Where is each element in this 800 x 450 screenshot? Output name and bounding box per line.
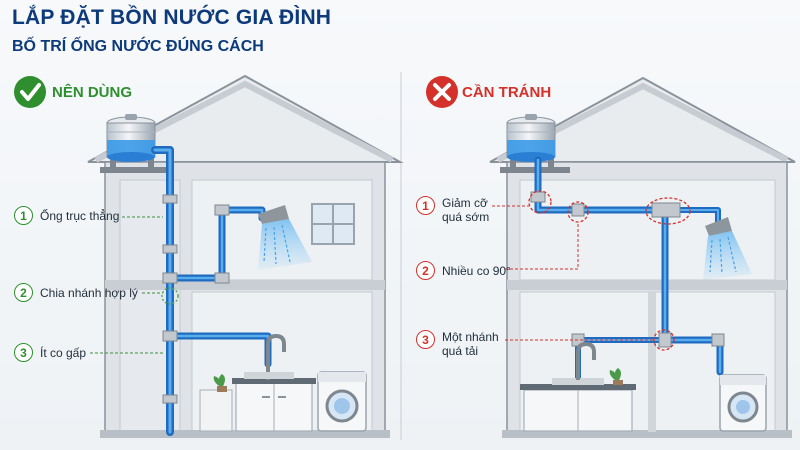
page-subtitle: BỐ TRÍ ỐNG NƯỚC ĐÚNG CÁCH — [12, 38, 264, 56]
callout-number: 3 — [14, 343, 33, 362]
callout-number: 1 — [14, 206, 33, 225]
good-water-tank — [107, 114, 155, 162]
callout-line-1: Giảm cỡ — [442, 196, 489, 210]
good-house — [88, 76, 400, 438]
page-title: LẮP ĐẶT BỒN NƯỚC GIA ĐÌNH — [12, 6, 331, 30]
bad-water-tank — [507, 114, 555, 162]
good-panel-heading: NÊN DÙNG — [52, 84, 132, 101]
good-washing-machine — [318, 372, 366, 431]
callout-label: Ống trục thẳng — [40, 209, 119, 223]
bad-callout-2: 2 Nhiều co 90° — [416, 261, 511, 280]
x-circle-icon — [426, 76, 458, 108]
callout-label: Nhiều co 90° — [442, 264, 511, 278]
callout-label: Chia nhánh hợp lý — [40, 286, 138, 300]
check-circle-icon — [14, 76, 46, 108]
bad-washing-machine — [720, 375, 766, 431]
bad-callout-3: 3 Một nhánh quá tải — [416, 330, 499, 358]
bad-panel-heading: CẦN TRÁNH — [462, 84, 551, 101]
good-callout-2: 2 Chia nhánh hợp lý — [14, 283, 138, 302]
callout-label: Một nhánh quá tải — [442, 330, 499, 358]
bad-callout-1: 1 Giảm cỡ quá sớm — [416, 196, 489, 224]
callout-line-1: Một nhánh — [442, 330, 499, 344]
callout-line-2: quá tải — [442, 344, 499, 358]
bad-house — [490, 78, 795, 438]
callout-number: 3 — [416, 330, 435, 349]
callout-number: 2 — [14, 283, 33, 302]
good-callout-1: 1 Ống trục thẳng — [14, 206, 119, 225]
callout-number: 1 — [416, 196, 435, 215]
callout-number: 2 — [416, 261, 435, 280]
callout-label: Ít co gấp — [40, 346, 86, 360]
good-callout-3: 3 Ít co gấp — [14, 343, 86, 362]
callout-line-2: quá sớm — [442, 210, 489, 224]
callout-label: Giảm cỡ quá sớm — [442, 196, 489, 224]
